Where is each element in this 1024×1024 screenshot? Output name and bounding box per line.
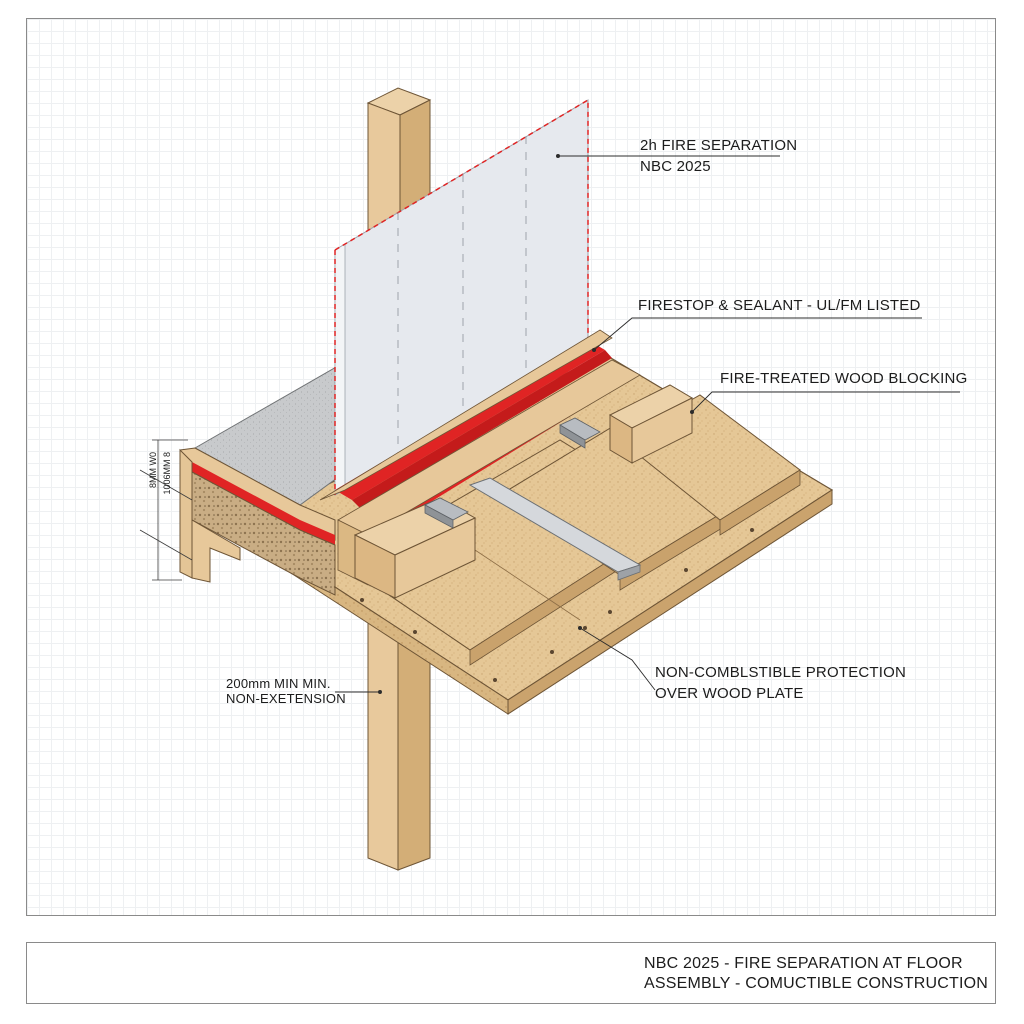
fire-separation-line1: 2h FIRE SEPARATION: [640, 137, 798, 154]
wood-blocking-back: [608, 384, 694, 464]
blocking-label: FIRE-TREATED WOOD BLOCKING: [720, 370, 968, 387]
firestop-label: FIRESTOP & SEALANT - UL/FM LISTED: [638, 297, 921, 314]
vertical-dimensions: [139, 439, 193, 581]
extension-line1: 200mm MIN MIN.: [226, 676, 331, 691]
title-line2: ASSEMBLY - COMUCTIBLE CONSTRUCTION: [644, 975, 989, 992]
title-line1: NBC 2025 - FIRE SEPARATION AT FLOOR: [644, 955, 963, 972]
extension-callout: 200mm MIN MIN. NON-EXETENSION: [226, 676, 346, 706]
non-combustible-line1: NON-COMBLSTIBLE PROTECTION: [655, 664, 907, 681]
steel-connectors: [424, 417, 601, 529]
steel-angle: [468, 477, 642, 581]
upper-post: [366, 87, 432, 241]
vertical-dimension-labels: 8MM W0 1006MM 8: [148, 452, 176, 572]
fire-separation-line2: NBC 2025: [640, 158, 711, 175]
non-combustible-line2: OVER WOOD PLATE: [655, 685, 804, 702]
floor-section-layers: [179, 447, 336, 596]
wood-blocking-front: [353, 497, 477, 599]
title-text: NBC 2025 - FIRE SEPARATION AT FLOOR ASSE…: [644, 954, 988, 994]
firestop-callout: FIRESTOP & SEALANT - UL/FM LISTED: [638, 295, 921, 316]
title-block: NBC 2025 - FIRE SEPARATION AT FLOOR ASSE…: [26, 942, 996, 1004]
gypsum-fire-wall: [334, 98, 589, 496]
leader-dots: [378, 154, 694, 694]
vertical-dim-label-2: 1006MM 8: [162, 452, 172, 495]
non-combustible-callout: NON-COMBLSTIBLE PROTECTION OVER WOOD PLA…: [655, 662, 906, 704]
fire-separation-callout: 2h FIRE SEPARATION NBC 2025: [640, 135, 797, 177]
blocking-callout: FIRE-TREATED WOOD BLOCKING: [720, 368, 967, 389]
lower-post: [367, 617, 431, 871]
leader-lines: [335, 155, 960, 693]
fasteners: [360, 528, 754, 682]
vertical-dim-label-1: 8MM W0: [148, 452, 158, 488]
extension-line2: NON-EXETENSION: [226, 691, 346, 706]
